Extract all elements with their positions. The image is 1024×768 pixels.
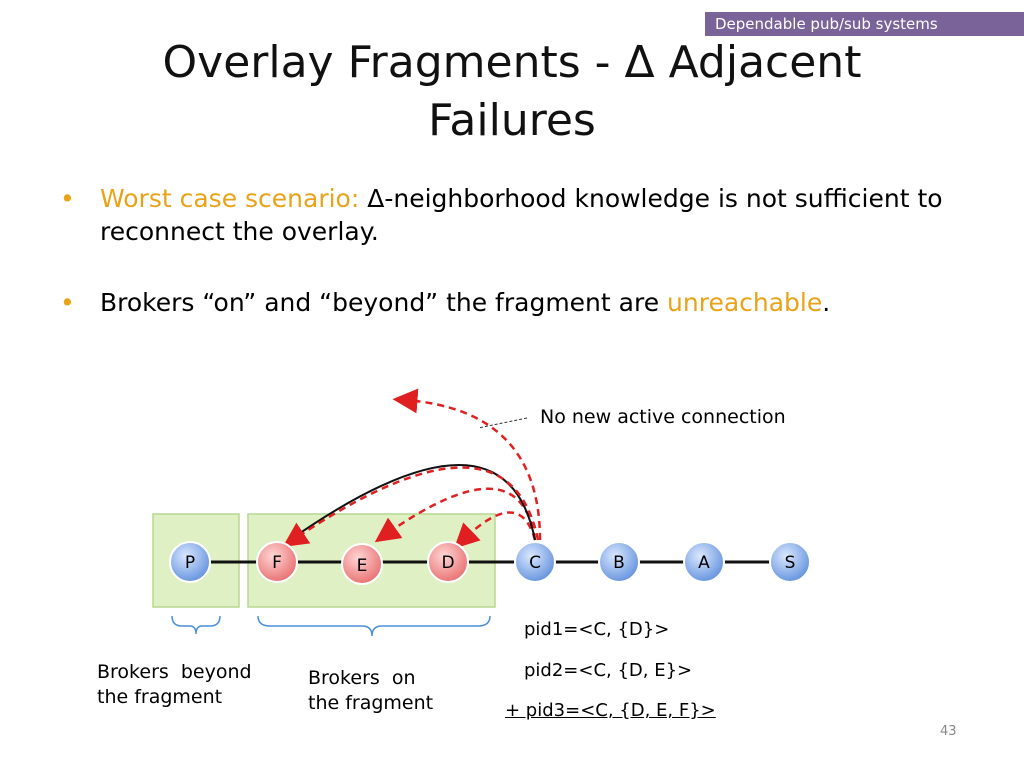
label-beyond-fragment: Brokers beyond the fragment bbox=[97, 660, 252, 710]
label-on-line-1: Brokers on bbox=[308, 667, 416, 689]
bullet-text: Brokers “on” and “beyond” the fragment a… bbox=[100, 288, 668, 317]
node-a: A bbox=[683, 541, 725, 583]
svg-text:C: C bbox=[529, 553, 541, 573]
slide-title: Overlay Fragments - Δ Adjacent Failures bbox=[90, 34, 934, 150]
pid-3: + pid3=<C, {D, E, F}> bbox=[505, 700, 716, 721]
brace-on bbox=[257, 615, 491, 637]
page-number: 43 bbox=[940, 724, 957, 739]
arc-c-to-f-solid bbox=[289, 464, 536, 541]
node-d: D bbox=[427, 541, 469, 583]
header-tag: Dependable pub/sub systems bbox=[705, 12, 1024, 36]
label-on-fragment: Brokers on the fragment bbox=[308, 666, 433, 716]
bullet-highlight: unreachable bbox=[667, 288, 823, 317]
brace-beyond bbox=[171, 615, 221, 635]
pid-2: pid2=<C, {D, E}> bbox=[524, 660, 693, 681]
node-e: E bbox=[341, 543, 383, 585]
bullet-highlight: Worst case scenario: bbox=[100, 184, 360, 213]
arc-c-to-e bbox=[374, 487, 537, 543]
svg-text:A: A bbox=[698, 553, 710, 573]
annotation-no-new-connection: No new active connection bbox=[540, 406, 786, 428]
title-line-2: Failures bbox=[428, 95, 596, 146]
svg-text:S: S bbox=[785, 553, 796, 573]
svg-text:P: P bbox=[185, 553, 195, 573]
title-line-1: Overlay Fragments - Δ Adjacent bbox=[162, 37, 862, 88]
svg-text:D: D bbox=[441, 553, 454, 573]
label-beyond-line-1: Brokers beyond bbox=[97, 661, 252, 683]
label-beyond-line-2: the fragment bbox=[97, 686, 223, 708]
bullet-suffix: . bbox=[822, 288, 831, 317]
arc-c-beyond bbox=[392, 388, 542, 541]
node-c: C bbox=[514, 541, 556, 583]
svg-text:F: F bbox=[272, 553, 282, 573]
node-f: F bbox=[256, 541, 298, 583]
bullet-list: • Worst case scenario: Δ-neighborhood kn… bbox=[60, 182, 960, 357]
node-b: B bbox=[598, 541, 640, 583]
pid-1: pid1=<C, {D}> bbox=[524, 619, 670, 640]
bullet-dot-icon: • bbox=[60, 184, 75, 213]
annotation-leader bbox=[477, 417, 528, 429]
bullet-item: • Worst case scenario: Δ-neighborhood kn… bbox=[60, 182, 960, 248]
arc-c-to-d bbox=[454, 511, 537, 549]
node-s: S bbox=[769, 541, 811, 583]
node-p: P bbox=[169, 541, 211, 583]
svg-text:B: B bbox=[613, 553, 625, 573]
bullet-dot-icon: • bbox=[60, 288, 75, 317]
bullet-item: • Brokers “on” and “beyond” the fragment… bbox=[60, 286, 960, 319]
label-on-line-2: the fragment bbox=[308, 692, 434, 714]
svg-text:E: E bbox=[357, 556, 368, 576]
bullet-text: Δ-neighborhood knowledge is not sufficie… bbox=[100, 184, 943, 246]
